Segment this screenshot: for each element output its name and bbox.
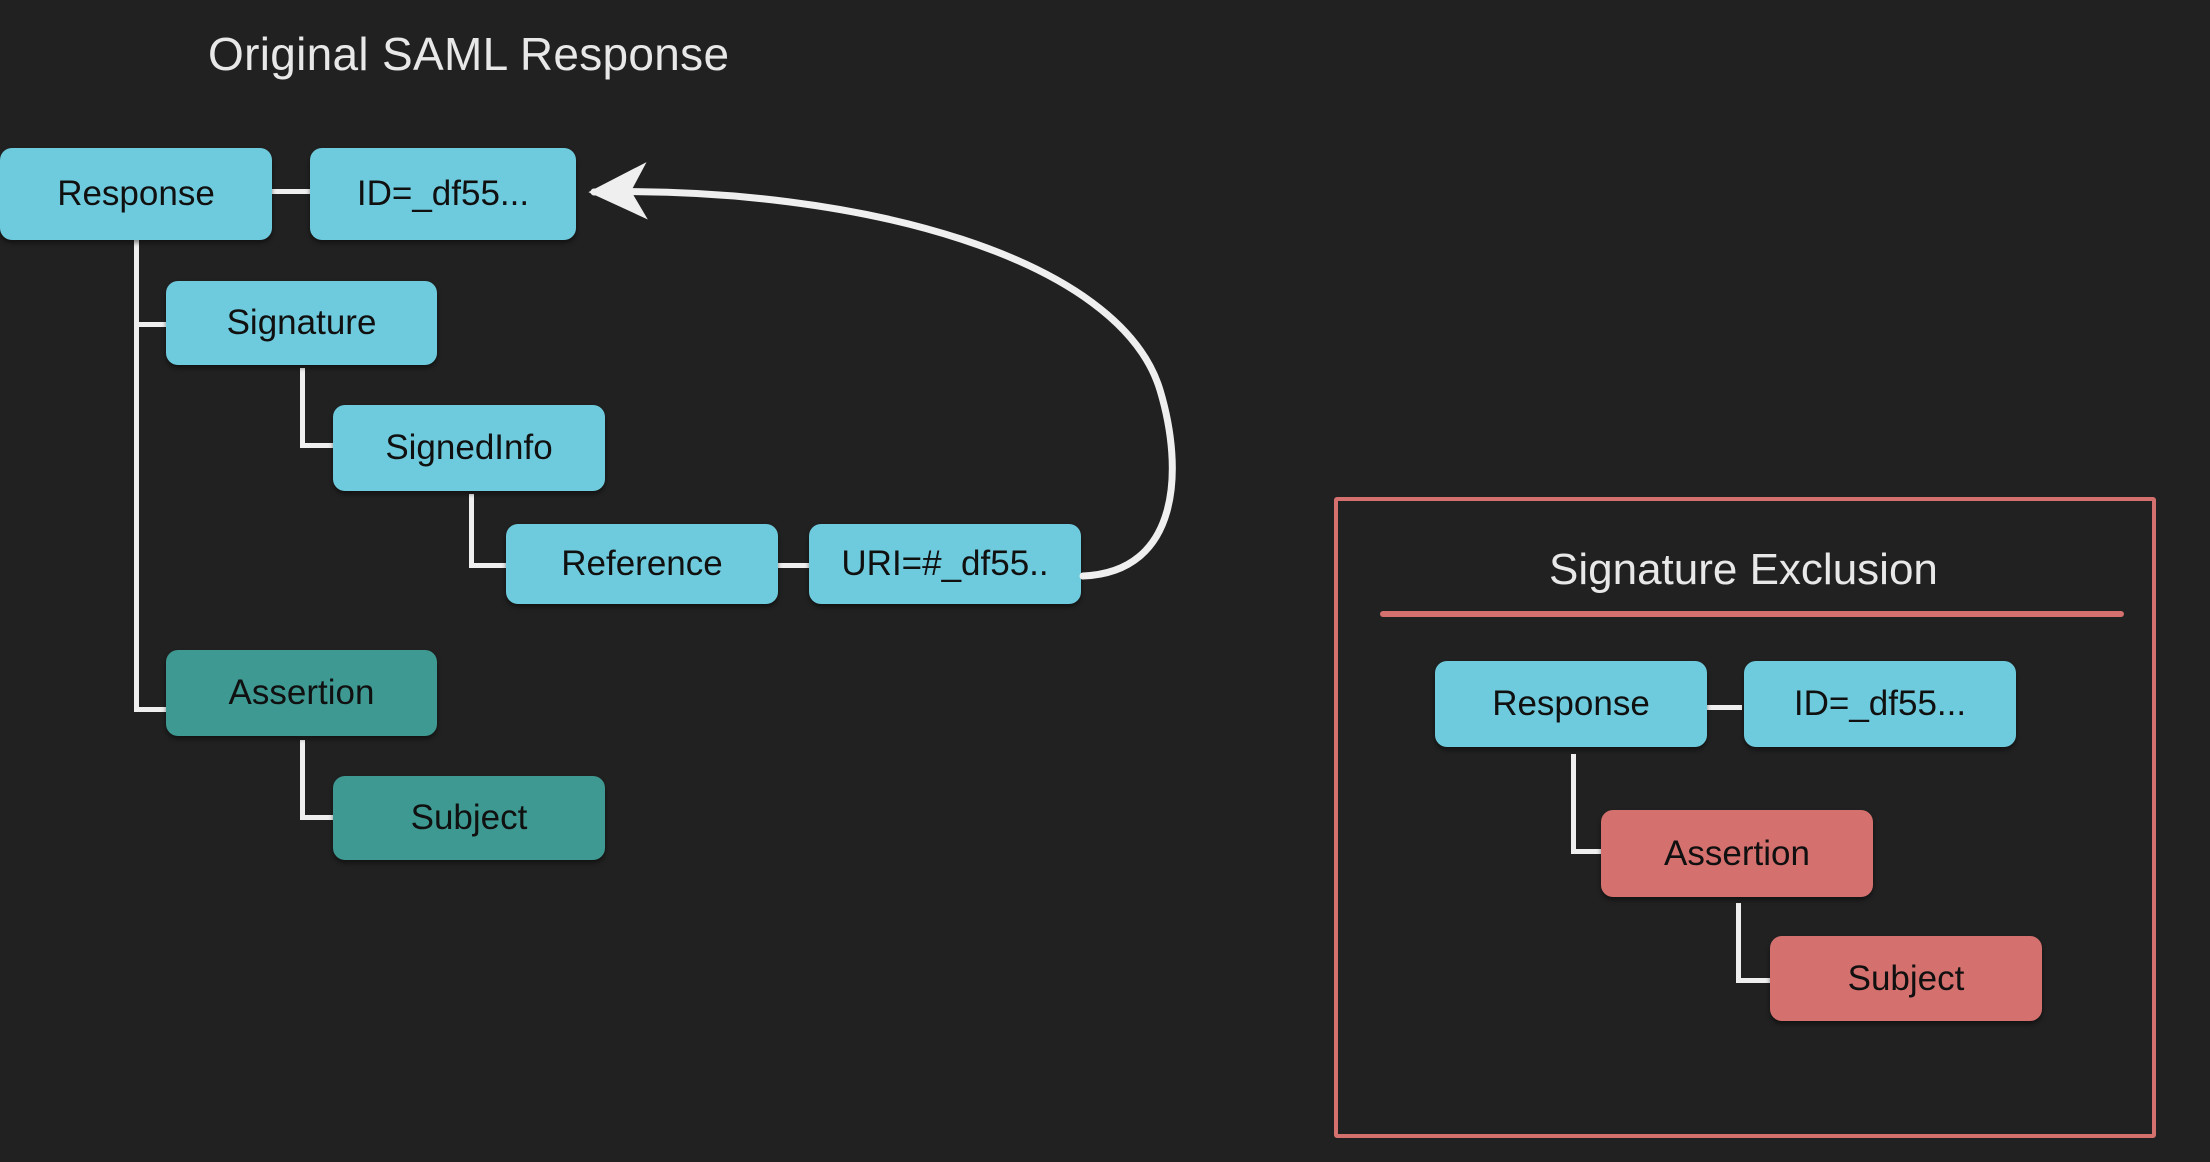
node-subject-excluded-label: Subject: [1847, 958, 1965, 998]
node-id-attribute-label: ID=_df55...: [356, 174, 530, 213]
edge-signature-trunk: [300, 368, 305, 446]
node-signedinfo-label: SignedInfo: [385, 428, 553, 467]
node-id-attribute-excluded-label: ID=_df55...: [1793, 684, 1967, 723]
node-subject-excluded[interactable]: Subject: [1770, 936, 2042, 1021]
node-reference[interactable]: Reference: [506, 524, 778, 604]
node-assertion-excluded[interactable]: Assertion: [1601, 810, 1873, 897]
edge-response-to-assertion: [134, 707, 168, 712]
node-response-label: Response: [57, 174, 215, 213]
edge-signedinfo-trunk: [469, 494, 474, 566]
edge-signedinfo-to-reference: [469, 563, 507, 568]
node-signature[interactable]: Signature: [166, 281, 437, 365]
panel-divider: [1380, 611, 2124, 617]
edge-response2-to-assertion2: [1571, 849, 1601, 854]
node-response[interactable]: Response: [0, 148, 272, 240]
node-id-attribute[interactable]: ID=_df55...: [310, 148, 576, 240]
node-uri-attribute[interactable]: URI=#_df55..: [809, 524, 1081, 604]
node-subject[interactable]: Subject: [333, 776, 605, 860]
edge-response-trunk: [134, 240, 139, 712]
node-signature-label: Signature: [226, 303, 377, 342]
edge-response2-to-id2: [1691, 705, 1742, 710]
node-assertion-label: Assertion: [228, 673, 375, 712]
edge-response-to-signature: [134, 322, 168, 327]
edge-assertion2-trunk: [1736, 903, 1741, 982]
node-uri-attribute-label: URI=#_df55..: [841, 544, 1049, 583]
node-id-attribute-excluded[interactable]: ID=_df55...: [1744, 661, 2016, 747]
edge-response2-trunk: [1571, 754, 1576, 854]
edge-assertion-to-subject: [300, 815, 335, 820]
node-assertion-excluded-label: Assertion: [1664, 833, 1810, 873]
node-reference-label: Reference: [561, 544, 723, 583]
signature-exclusion-title: Signature Exclusion: [1549, 545, 1938, 594]
signature-exclusion-panel: [1334, 497, 2156, 1138]
node-subject-label: Subject: [410, 798, 528, 837]
edge-reference-to-uri: [777, 563, 811, 568]
left-diagram-title: Original SAML Response: [208, 28, 730, 80]
edge-assertion2-to-subject2: [1736, 978, 1771, 983]
node-assertion[interactable]: Assertion: [166, 650, 437, 736]
node-response-excluded[interactable]: Response: [1435, 661, 1707, 747]
edge-assertion-trunk: [300, 740, 305, 818]
node-signedinfo[interactable]: SignedInfo: [333, 405, 605, 491]
edge-signature-to-signedinfo: [300, 443, 335, 448]
node-response-excluded-label: Response: [1492, 684, 1650, 723]
